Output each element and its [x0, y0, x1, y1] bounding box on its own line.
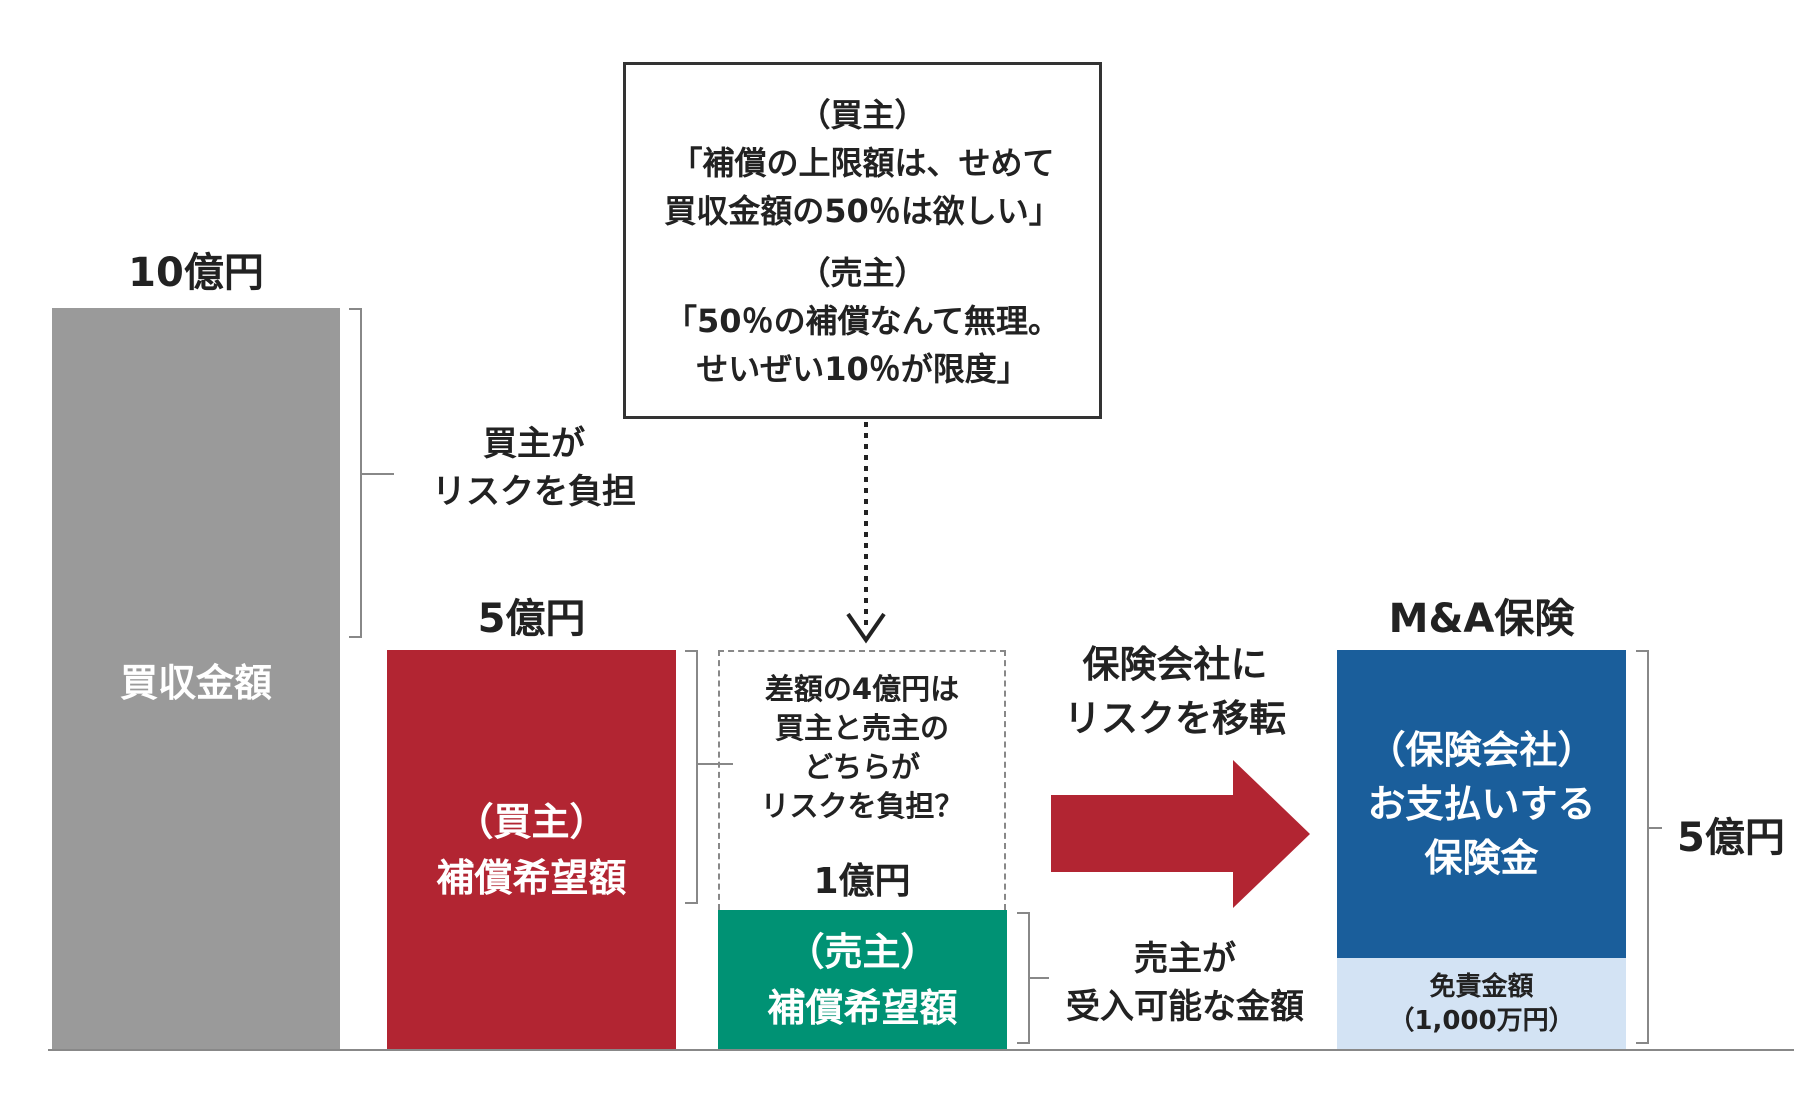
buyer-comp-line2: 補償希望額 — [436, 856, 627, 900]
bracket-purchase — [349, 308, 362, 638]
seller-accept-line1: 売主が — [1134, 939, 1236, 979]
insurance-line2: お支払いする — [1367, 782, 1596, 826]
buyer-comp-amount: 5億円 — [477, 596, 586, 642]
bracket-insurance — [1636, 650, 1649, 1044]
insurance-line3: 保険金 — [1424, 836, 1539, 880]
quote-buyer-line1: 「補償の上限額は、せめて — [670, 144, 1055, 182]
quote-buyer-line2: 買収金額の50％は欲しい」 — [664, 192, 1061, 230]
gap-line1: 差額の4億円は — [764, 672, 960, 706]
seller-accept-line2: 受入可能な金額 — [1066, 987, 1304, 1027]
transfer-line1: 保険会社に — [1082, 643, 1268, 686]
seller-comp-bar: （売主） 補償希望額 — [718, 910, 1007, 1050]
purchase-bar: 買収金額 — [52, 308, 340, 1050]
gap-line3: どちらが — [803, 750, 920, 784]
purchase-bar-label: 買収金額 — [119, 660, 272, 705]
bracket-seller-comp — [1017, 912, 1030, 1044]
quote-seller-tag: （売主） — [798, 254, 927, 292]
buyer-risk-note: 買主が リスクを負担 — [404, 420, 664, 516]
quote-box: （買主） 「補償の上限額は、せめて 買収金額の50％は欲しい」 （売主） 「50… — [623, 62, 1102, 419]
seller-comp-line1: （売主） — [786, 930, 939, 974]
seller-comp-line2: 補償希望額 — [767, 986, 958, 1030]
transfer-label: 保険会社に リスクを移転 — [1045, 638, 1305, 746]
seller-comp-amount: 1億円 — [813, 861, 911, 902]
deductible-bar: 免責金額 （1,000万円） — [1337, 958, 1626, 1050]
quote-seller-line1: 「50％の補償なんて無理。 — [665, 302, 1060, 340]
buyer-risk-line2: リスクを負担 — [432, 472, 636, 512]
bracket-buyer-comp — [685, 650, 698, 904]
gap-question: 差額の4億円は 買主と売主の どちらが リスクを負担？ — [718, 670, 1006, 826]
insurance-title: M&A保険 — [1388, 596, 1575, 642]
deductible-line1: 免責金額 — [1429, 972, 1534, 1002]
transfer-arrow — [1051, 760, 1310, 908]
buyer-comp-line1: （買主） — [455, 800, 608, 844]
dotted-arrow-head — [846, 612, 886, 644]
insurance-payout-bar: （保険会社） お支払いする 保険金 — [1337, 650, 1626, 958]
transfer-line2: リスクを移転 — [1064, 697, 1286, 740]
gap-line4: リスクを負担？ — [760, 789, 964, 823]
gap-line2: 買主と売主の — [774, 711, 949, 745]
insurance-line1: （保険会社） — [1367, 728, 1596, 772]
baseline — [48, 1049, 1794, 1051]
gap-box — [718, 650, 1006, 910]
quote-buyer-tag: （買主） — [798, 96, 927, 134]
deductible-line2: （1,000万円） — [1388, 1006, 1575, 1036]
quote-seller-line2: せいぜい10％が限度」 — [696, 350, 1029, 388]
seller-accept-note: 売主が 受入可能な金額 — [1050, 935, 1320, 1031]
insurance-amount: 5億円 — [1677, 815, 1785, 861]
buyer-risk-line1: 買主が — [483, 424, 585, 464]
buyer-comp-bar: （買主） 補償希望額 — [387, 650, 676, 1050]
purchase-amount-label: 10億円 — [128, 250, 264, 296]
